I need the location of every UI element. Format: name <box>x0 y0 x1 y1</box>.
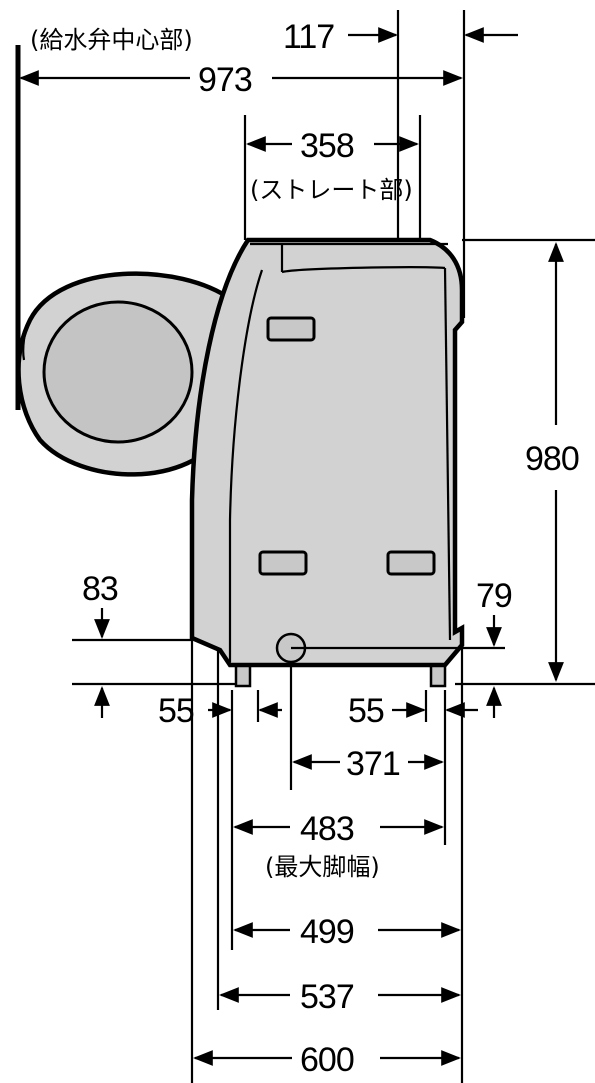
foot-left <box>234 664 252 688</box>
handle-bottom-left <box>258 550 308 576</box>
dim-980: 980 <box>525 440 579 478</box>
water-valve-note: (給水弁中心部) <box>30 26 193 54</box>
side-panel-curve <box>228 269 264 662</box>
dimension-lines <box>15 10 595 1083</box>
handle-top <box>266 316 316 342</box>
dim-358: 358 <box>300 127 354 165</box>
dim-973: 973 <box>198 61 252 99</box>
dim-55-right: 55 <box>348 692 384 730</box>
dim-55-left: 55 <box>158 692 194 730</box>
door <box>16 271 235 477</box>
foot-right <box>429 664 447 688</box>
straight-part-note: (ストレート部) <box>250 176 413 204</box>
dim-600: 600 <box>300 1041 354 1079</box>
dim-537: 537 <box>300 978 354 1016</box>
dim-83: 83 <box>82 570 118 608</box>
max-leg-width-note: (最大脚幅) <box>265 853 380 881</box>
dim-499: 499 <box>300 913 354 951</box>
machine-drawing <box>16 237 465 688</box>
dim-371: 371 <box>346 745 400 783</box>
dim-79: 79 <box>476 577 512 615</box>
dim-483: 483 <box>300 810 354 848</box>
handle-bottom-right <box>386 550 436 576</box>
dim-117: 117 <box>283 18 334 56</box>
dimension-labels: (給水弁中心部) 117 973 358 (ストレート部) 980 83 79 … <box>30 18 580 1079</box>
